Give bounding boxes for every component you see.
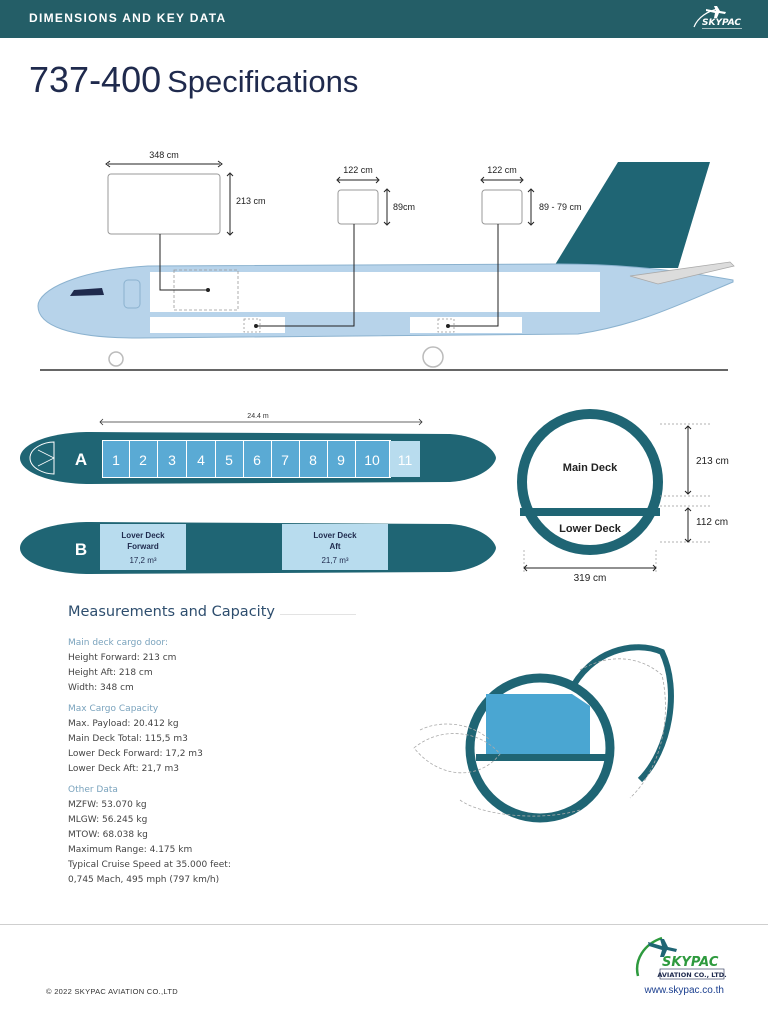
pallet-label-11: 11 <box>398 452 413 468</box>
capacity-heading: Max Cargo Capacity <box>68 704 159 714</box>
aircraft-side-view: 348 cm 213 cm 122 cm 89cm 122 cm 89 - 79… <box>37 150 735 371</box>
pallet-position-3 <box>158 441 186 477</box>
main-door-height-label: 213 cm <box>236 196 266 206</box>
lower-aft-bay <box>410 317 522 333</box>
lower-fwd-bay <box>150 317 285 333</box>
lower-aft-line1: Lover Deck <box>313 531 357 540</box>
lower-deck-label: Lower Deck <box>559 523 622 535</box>
skypac-logo-footer: SKYPAC AVIATION CO., LTD. <box>635 936 727 980</box>
pallet-label-7: 7 <box>281 452 289 468</box>
pallet-position-10 <box>356 441 389 477</box>
fuselage-cross-section: Main Deck Lower Deck 213 cm 112 cm 319 c… <box>517 409 729 584</box>
tail-fin <box>553 162 710 268</box>
main-door-width-label: 348 cm <box>149 150 179 160</box>
spec-item: Height Aft: 218 cm <box>68 668 153 678</box>
main-door-box <box>107 173 221 235</box>
logo-main-text: SKYPAC <box>662 955 719 970</box>
width-label: 319 cm <box>574 573 607 584</box>
deck-length-label: 24.4 m <box>247 413 269 420</box>
lower-height-label: 112 cm <box>696 517 728 528</box>
footer-divider <box>0 924 768 925</box>
pallet-position-7 <box>272 441 299 477</box>
cockpit-windows <box>70 288 104 296</box>
pallet-position-6 <box>244 441 271 477</box>
spec-item: Typical Cruise Speed at 35.000 feet: <box>68 860 231 870</box>
spec-item: Main Deck Total: 115,5 m3 <box>68 734 188 744</box>
spec-item: MLGW: 56.245 kg <box>68 815 148 825</box>
pallet-label-1: 1 <box>112 452 120 468</box>
aft-door-height-label: 89 - 79 cm <box>539 202 582 212</box>
main-wheel <box>422 346 444 368</box>
svg-text:SKYPAC: SKYPAC <box>702 18 741 28</box>
lower-deck-letter: B <box>75 540 87 559</box>
pallet-label-8: 8 <box>309 452 317 468</box>
lower-aft-volume: 21,7 m³ <box>321 556 348 565</box>
lower-fwd-compartment <box>100 524 186 570</box>
cargo-door-heading: Main deck cargo door: <box>68 638 169 648</box>
horizontal-stabilizer <box>629 261 735 285</box>
pallet-label-2: 2 <box>139 452 147 468</box>
lower-fwd-line1: Lover Deck <box>121 531 165 540</box>
deck-plan: 24.4 m A 1 2 3 4 5 6 7 8 9 10 11 B Lover… <box>20 413 496 574</box>
spec-item: MTOW: 68.038 kg <box>68 830 148 840</box>
pallet-positions: 1 2 3 4 5 6 7 8 9 10 11 <box>102 440 420 478</box>
section-title: DIMENSIONS AND KEY DATA <box>29 11 227 25</box>
pallet-position-2 <box>130 441 157 477</box>
pallet-position-1 <box>103 441 129 477</box>
aft-door-width-label: 122 cm <box>487 165 517 175</box>
fwd-door-width-label: 122 cm <box>343 165 373 175</box>
spec-item: Max. Payload: 20.412 kg <box>68 719 179 729</box>
main-height-label: 213 cm <box>696 456 729 467</box>
spec-item: Width: 348 cm <box>68 683 134 693</box>
spec-item: MZFW: 53.070 kg <box>68 800 147 810</box>
passenger-door <box>123 279 141 309</box>
lower-fwd-volume: 17,2 m³ <box>129 556 156 565</box>
nose-wheel <box>108 351 124 367</box>
lower-fwd-line2: Forward <box>127 542 159 551</box>
cargo-loading-illustration <box>413 644 674 823</box>
lower-deck-fuselage <box>20 522 496 574</box>
pallet-label-3: 3 <box>168 452 176 468</box>
pallet-position-11 <box>390 441 420 477</box>
aircraft-model: 737-400 <box>29 59 162 100</box>
pallet-label-10: 10 <box>364 452 380 468</box>
title-suffix: Specifications <box>167 64 359 99</box>
title-rule <box>280 614 356 615</box>
lower-aft-line2: Aft <box>329 542 340 551</box>
fwd-door-height-label: 89cm <box>393 202 415 212</box>
pallet-position-4 <box>187 441 215 477</box>
spec-item: Lower Deck Forward: 17,2 m3 <box>68 749 203 759</box>
pallet-label-4: 4 <box>197 452 205 468</box>
main-deck-area <box>150 272 600 312</box>
main-deck-letter: A <box>75 450 87 469</box>
logo-sub-text: AVIATION CO., LTD. <box>657 971 726 979</box>
spec-item: Height Forward: 213 cm <box>68 653 177 663</box>
fwd-door-box <box>337 189 379 225</box>
pallet-position-9 <box>328 441 355 477</box>
pallet-label-9: 9 <box>337 452 345 468</box>
spec-item: Maximum Range: 4.175 km <box>68 845 193 855</box>
main-deck-label: Main Deck <box>563 462 618 474</box>
skypac-logo-header: SKYPAC <box>693 6 742 29</box>
spec-item: 0,745 Mach, 495 mph (797 km/h) <box>68 875 220 885</box>
aft-door-box <box>481 189 523 225</box>
spec-item: Lower Deck Aft: 21,7 m3 <box>68 764 179 774</box>
pallet-label-5: 5 <box>225 452 233 468</box>
website-link[interactable]: www.skypac.co.th <box>644 985 724 996</box>
pallet-position-5 <box>216 441 243 477</box>
lower-aft-compartment <box>282 524 388 570</box>
other-data-heading: Other Data <box>68 785 118 795</box>
header-bar: DIMENSIONS AND KEY DATA SKYPAC <box>0 0 768 38</box>
measurements-title: Measurements and Capacity <box>68 604 275 620</box>
pallet-label-6: 6 <box>253 452 261 468</box>
measurements-section: Measurements and Capacity Main deck carg… <box>68 604 358 888</box>
copyright-text: © 2022 SKYPAC AVIATION CO.,LTD <box>46 987 178 996</box>
pallet-position-8 <box>300 441 327 477</box>
